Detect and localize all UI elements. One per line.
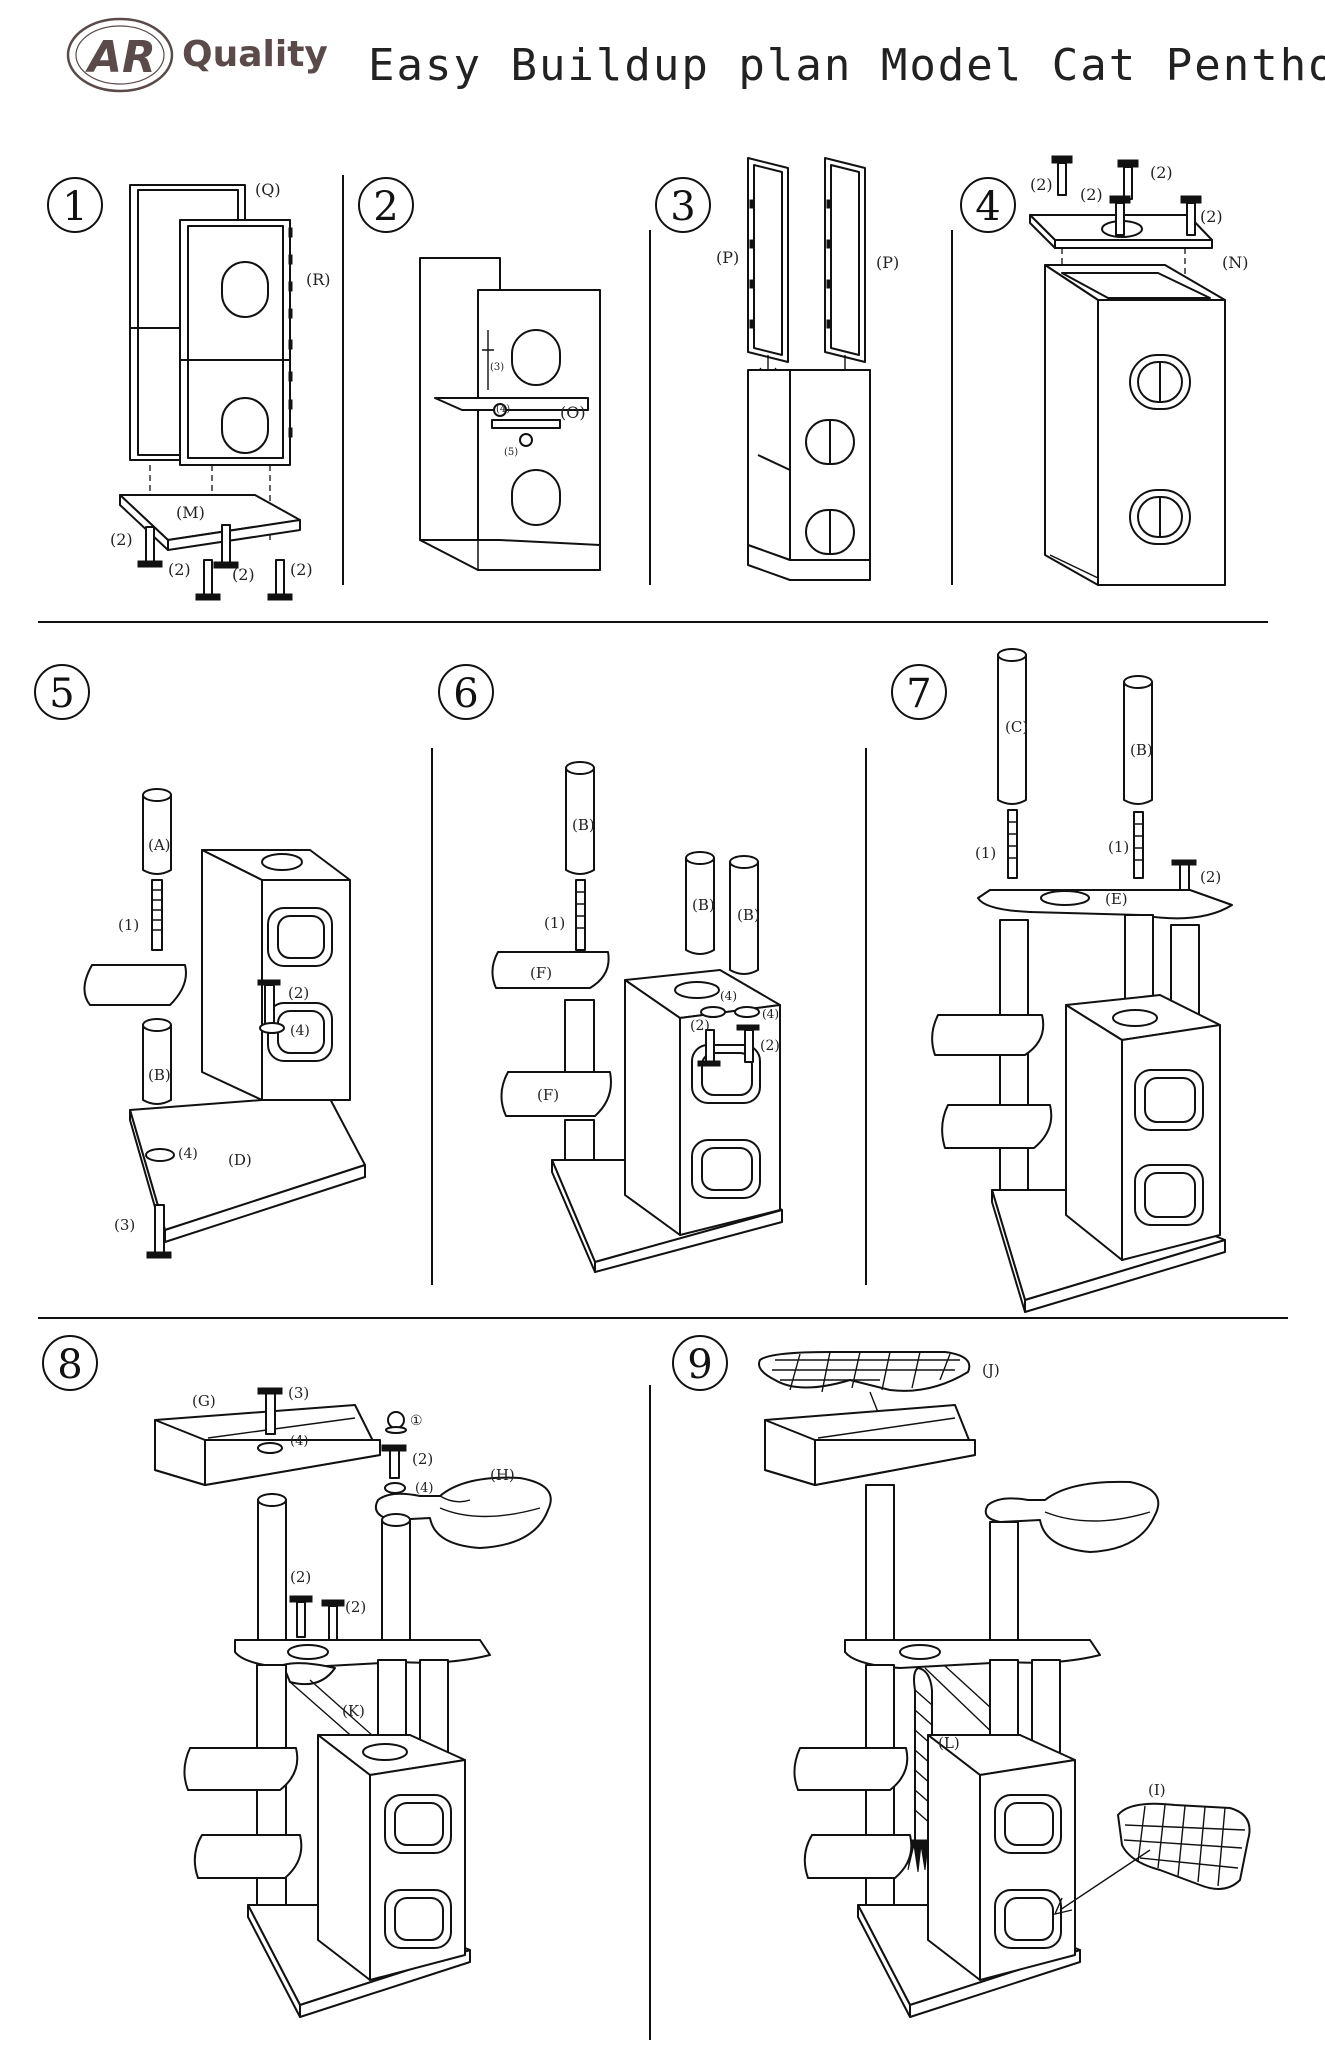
label-four2: (4) (178, 1146, 198, 1162)
label-q: (Q) (255, 180, 281, 199)
label-s4: (2) (290, 560, 313, 579)
step-8-illustration: (G) (H) (K) (3) (4) (4) ① (2) (2) (2) (154, 1384, 552, 2018)
label-c: (5) (504, 447, 518, 458)
label-s3: (2) (232, 565, 255, 584)
label-b: (4) (496, 404, 510, 415)
label-three: (3) (288, 1384, 309, 1402)
svg-text:5: 5 (49, 671, 74, 717)
bolt-icon (137, 524, 293, 601)
label-three: (3) (114, 1216, 135, 1234)
label-k: (K) (342, 1702, 365, 1720)
label-s4: (2) (1200, 207, 1223, 226)
label-m: (M) (176, 503, 205, 522)
label-a: (A) (148, 836, 171, 854)
svg-text:7: 7 (906, 671, 931, 717)
brand-logo: AR Quality (66, 17, 328, 93)
label-four1: (4) (720, 989, 737, 1003)
bolt-icon (1051, 155, 1202, 236)
label-four1: (4) (290, 1023, 310, 1039)
bolt-icon (289, 1595, 345, 1642)
label-b3: (B) (737, 906, 760, 924)
label-p1: (P) (716, 248, 739, 267)
step-1-badge: 1 (47, 177, 103, 233)
label-e: (E) (1105, 890, 1128, 908)
label-i: (I) (1148, 1781, 1166, 1799)
label-four2: (4) (415, 1481, 433, 1496)
brand-name: Quality (182, 34, 328, 75)
label-j: (J) (982, 1361, 1000, 1379)
step-1-illustration: (Q) (R) (M) (2) (2) (2) (2) (110, 180, 331, 601)
step-5-badge: 5 (34, 664, 90, 720)
step-2-illustration: (O) (3) (4) (5) (419, 257, 601, 571)
label-two2: (2) (760, 1038, 780, 1054)
label-four1: (4) (290, 1434, 308, 1449)
svg-text:4: 4 (975, 184, 1000, 230)
label-one: (1) (118, 916, 139, 934)
step-5-illustration: (A) (B) (D) (1) (2) (4) (4) (3) (83, 788, 366, 1259)
label-s3: (2) (1150, 163, 1173, 182)
step-4-badge: 4 (960, 177, 1016, 233)
label-two1: (2) (690, 1018, 710, 1034)
step-9-badge: 9 (672, 1335, 728, 1391)
step-numbers: 1 2 3 4 5 6 7 8 9 (34, 177, 1016, 1391)
svg-text:9: 9 (687, 1342, 712, 1388)
label-r: (R) (306, 270, 331, 289)
label-one: (1) (544, 914, 565, 932)
step-2-badge: 2 (358, 177, 414, 233)
label-f1: (F) (530, 964, 552, 982)
page-title: Easy Buildup plan Model Cat Penthouse (368, 40, 1325, 91)
svg-text:6: 6 (453, 671, 478, 717)
step-4-illustration: (N) (2) (2) (2) (2) (1029, 155, 1248, 586)
label-two: (2) (1200, 868, 1221, 886)
label-s1: (2) (1030, 175, 1053, 194)
label-g: (G) (192, 1392, 216, 1410)
svg-text:2: 2 (373, 184, 398, 230)
label-four2: (4) (762, 1007, 779, 1021)
label-two: (2) (288, 984, 309, 1002)
label-h: (H) (490, 1466, 515, 1484)
label-s2: (2) (1080, 185, 1103, 204)
label-a: (3) (490, 362, 504, 373)
label-one1: (1) (975, 844, 996, 862)
label-s2: (2) (168, 560, 191, 579)
svg-text:1: 1 (62, 184, 87, 230)
label-p2: (P) (876, 253, 899, 272)
label-l: (L) (938, 1734, 960, 1752)
label-b: (B) (148, 1066, 171, 1084)
label-o: (O) (560, 403, 586, 422)
label-two2: (2) (290, 1568, 311, 1586)
svg-text:3: 3 (670, 184, 695, 230)
label-d: (D) (228, 1151, 252, 1169)
label-f2: (F) (537, 1086, 559, 1104)
step-7-badge: 7 (891, 664, 947, 720)
step-6-badge: 6 (438, 664, 494, 720)
label-b2: (B) (692, 896, 715, 914)
label-n: (N) (1222, 253, 1248, 272)
label-one2: (1) (1108, 838, 1129, 856)
step-7-illustration: (C) (B) (E) (1) (1) (2) (931, 648, 1233, 1313)
svg-text:8: 8 (57, 1342, 82, 1388)
label-two3: (2) (345, 1598, 366, 1616)
label-b: (B) (1130, 741, 1153, 759)
label-s1: (2) (110, 530, 133, 549)
step-3-badge: 3 (655, 177, 711, 233)
step-3-illustration: (P) (P) (716, 157, 899, 581)
label-two1: (2) (412, 1450, 433, 1468)
step-8-badge: 8 (42, 1335, 98, 1391)
step-9-illustration: (J) (L) (I) (758, 1351, 1251, 2018)
label-b1: (B) (572, 816, 595, 834)
step-6-illustration: (B) (B) (B) (F) (F) (1) (2) (2) (4) (4) (491, 761, 783, 1273)
brand-monogram: AR (85, 32, 156, 83)
grid-dividers (38, 175, 1288, 2040)
label-c: (C) (1005, 718, 1028, 736)
label-one: ① (410, 1413, 423, 1429)
